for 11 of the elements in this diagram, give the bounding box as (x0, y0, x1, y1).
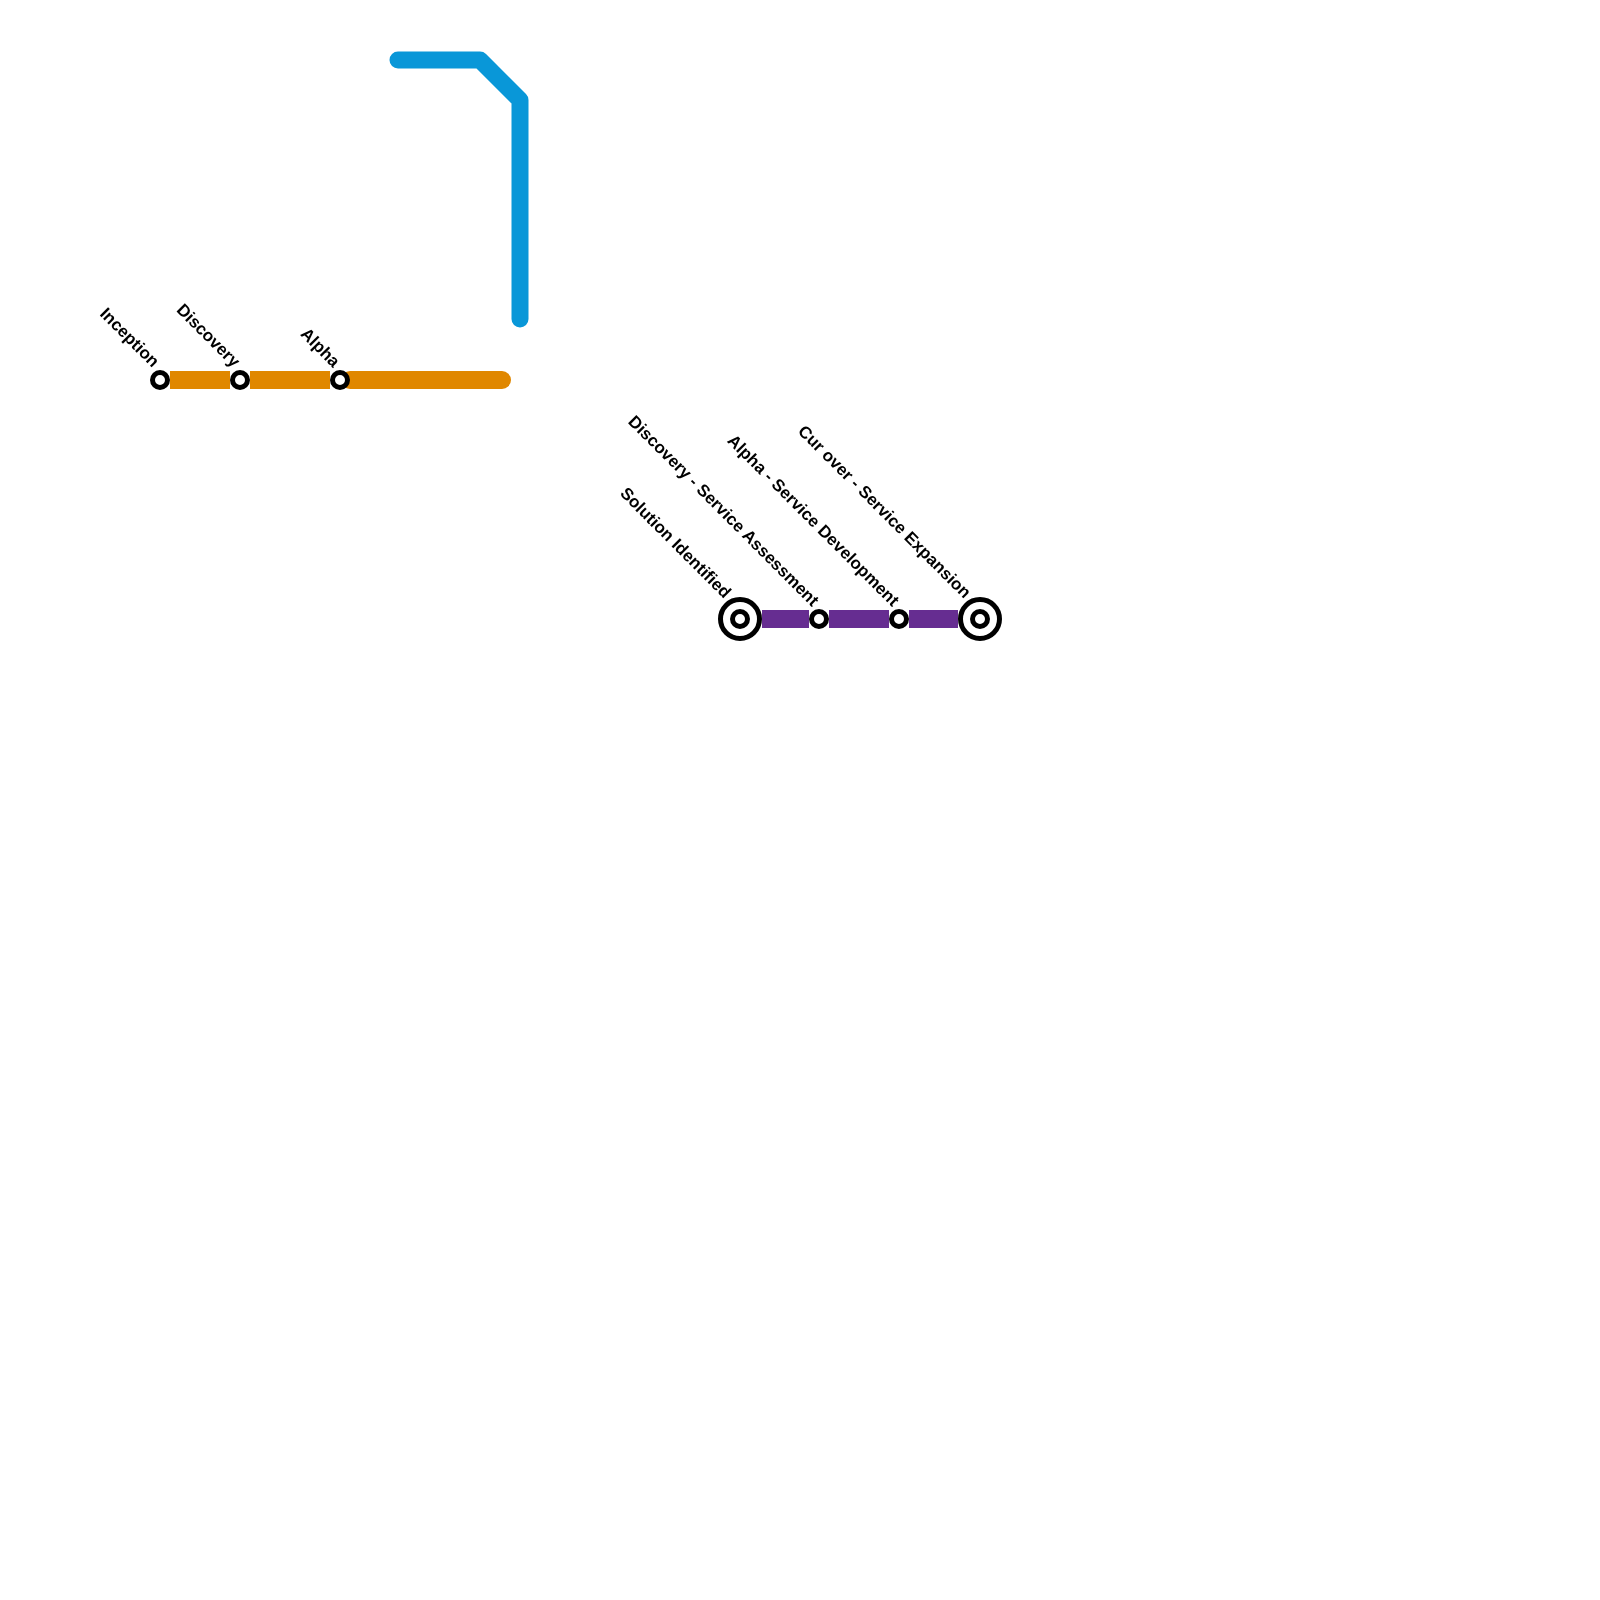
station-marker (149, 369, 171, 391)
line-segment (829, 610, 889, 628)
line-segment (762, 610, 809, 628)
station-marker (329, 369, 351, 391)
line-segment (170, 371, 230, 389)
station-marker (808, 608, 830, 630)
line-segment (250, 371, 330, 389)
station-marker (888, 608, 910, 630)
station-marker (229, 369, 251, 391)
line-segment (909, 610, 958, 628)
station-marker (957, 596, 1003, 642)
